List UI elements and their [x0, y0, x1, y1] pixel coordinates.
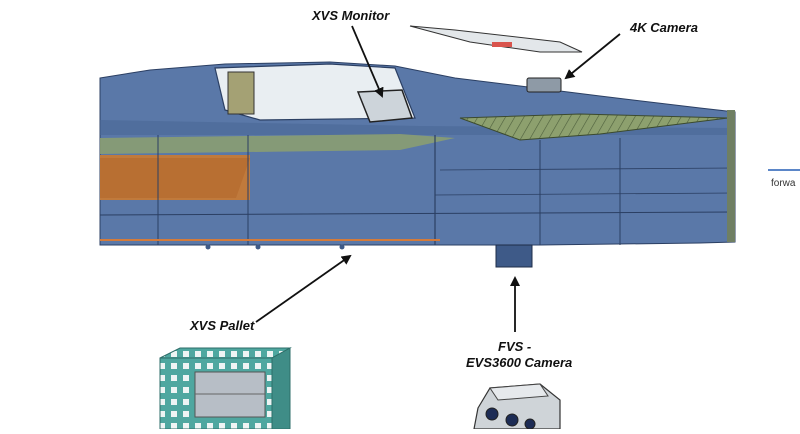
xvs-monitor-frame — [356, 89, 414, 123]
xvs-monitor-arrow — [351, 25, 384, 98]
forward-label-fragment: forwa — [771, 178, 796, 189]
fuselage-body — [99, 61, 736, 246]
4k-camera-housing — [526, 77, 562, 93]
antenna-stub — [255, 244, 261, 250]
panel-line — [434, 192, 736, 196]
xvs-pallet-label: XVS Pallet — [190, 318, 255, 333]
antenna-stub — [205, 244, 211, 250]
fvs-camera-mount — [495, 244, 533, 268]
nose-bulkhead — [727, 110, 735, 242]
panel-line — [99, 211, 736, 216]
xvs-pallet-rack-icon — [159, 347, 292, 430]
antenna-stub — [339, 244, 345, 250]
fvs-label-line1: FVS - — [498, 339, 532, 354]
fvs-label-line2: EVS3600 Camera — [466, 355, 573, 370]
4k-camera-arrow — [564, 33, 621, 80]
aircraft-fuselage-cutaway-icon — [99, 61, 736, 268]
evs3600-camera-icon — [473, 383, 561, 430]
lower-green-strip — [100, 134, 455, 154]
panel-line — [439, 167, 736, 171]
removed-canopy-panel-icon — [409, 25, 583, 53]
ejection-seat — [227, 71, 255, 115]
orange-bay-lower — [100, 158, 250, 198]
green-wing-structure — [459, 113, 729, 141]
4k-camera-label: 4K Camera — [630, 20, 698, 35]
xvs-monitor-label: XVS Monitor — [312, 8, 390, 23]
xvs-pallet-arrow — [255, 254, 352, 323]
